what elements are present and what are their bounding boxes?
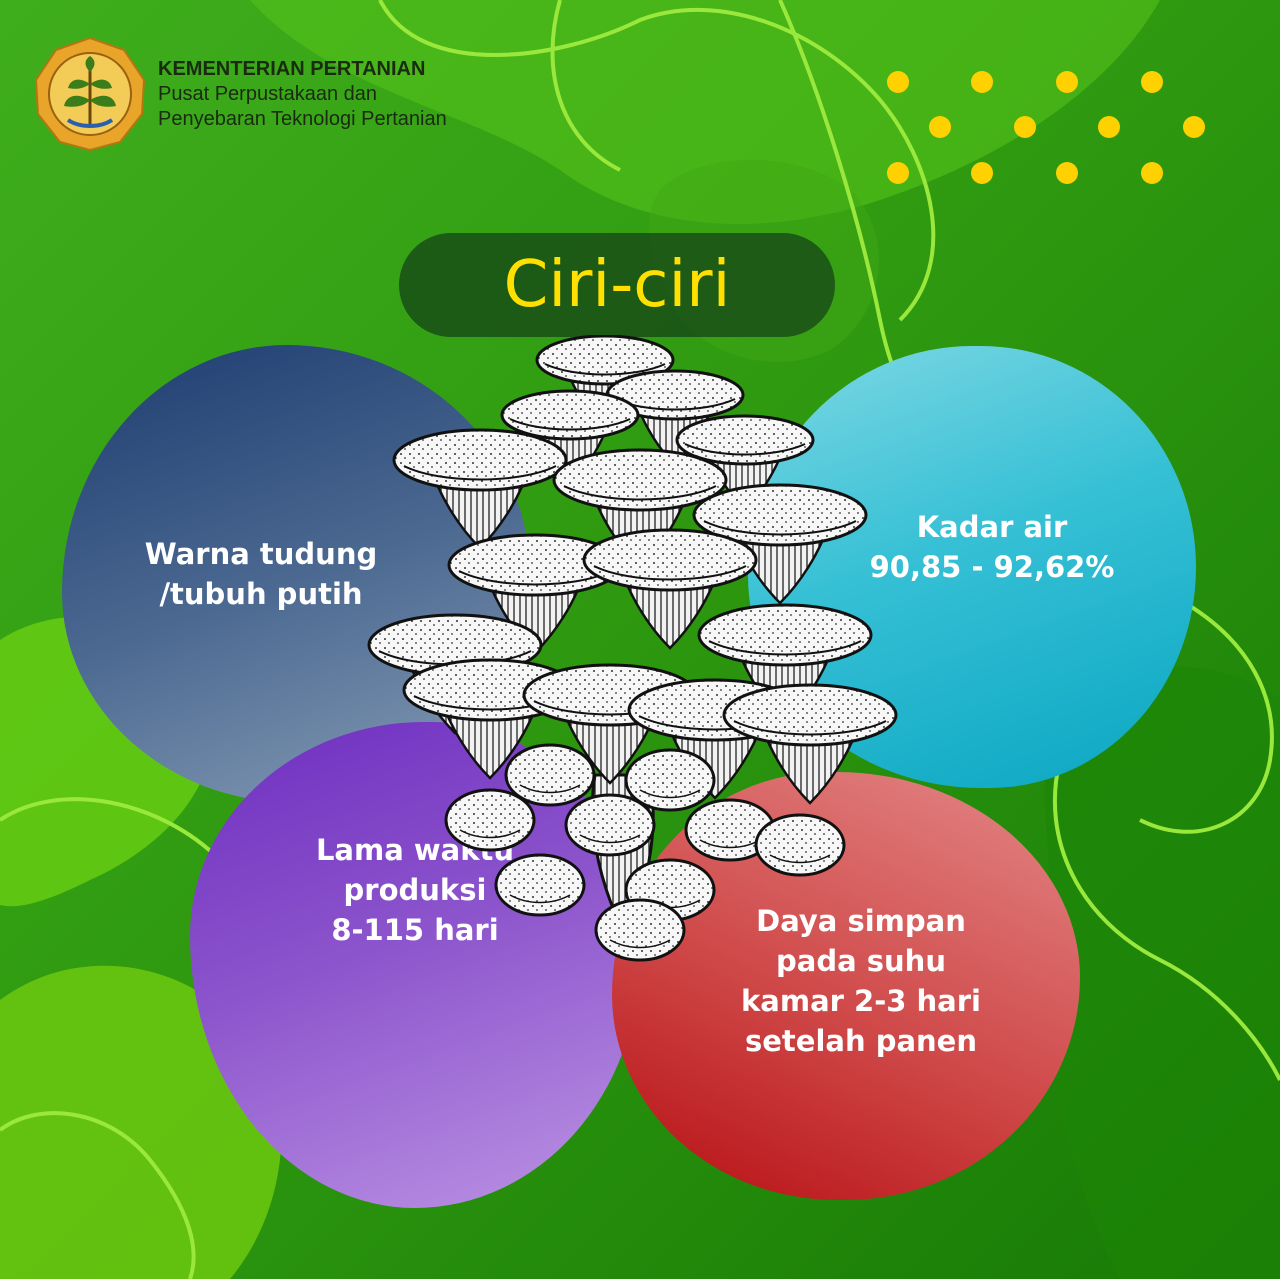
fact-color-line-2: /tubuh putih	[159, 577, 363, 611]
fact-shelf-life-text: Daya simpan pada suhu kamar 2-3 hari set…	[711, 901, 981, 1071]
ministry-logo-icon	[34, 36, 146, 152]
organization-sub-line-2: Penyebaran Teknologi Pertanian	[158, 108, 447, 130]
decorative-dots-icon	[887, 71, 1205, 184]
fact-water-content-line-2: 90,85 - 92,62%	[869, 550, 1115, 584]
header: KEMENTERIAN PERTANIAN Pusat Perpustakaan…	[32, 36, 447, 152]
organization-name: KEMENTERIAN PERTANIAN	[158, 58, 426, 80]
fact-color-line-1: Warna tudung	[144, 537, 378, 571]
fact-production-time-line-3: 8-115 hari	[331, 913, 499, 947]
fact-shelf-life-line-4: setelah panen	[745, 1024, 977, 1058]
fact-water-content-line-1: Kadar air	[916, 510, 1068, 544]
fact-shelf-life-line-1: Daya simpan	[756, 904, 966, 938]
oyster-mushroom-illustration-icon	[367, 335, 898, 962]
fact-shelf-life-line-3: kamar 2-3 hari	[741, 984, 981, 1018]
fact-shelf-life-line-2: pada suhu	[776, 944, 946, 978]
fact-production-time-line-2: produksi	[343, 873, 487, 907]
fact-water-content-text: Kadar air 90,85 - 92,62%	[830, 507, 1115, 627]
fact-color-text: Warna tudung /tubuh putih	[145, 534, 447, 614]
organization-sub-line-1: Pusat Perpustakaan dan	[158, 83, 378, 105]
title-pill: Ciri-ciri	[399, 233, 835, 337]
page-title: Ciri-ciri	[503, 248, 731, 322]
organization-name-block: KEMENTERIAN PERTANIAN Pusat Perpustakaan…	[158, 56, 447, 132]
